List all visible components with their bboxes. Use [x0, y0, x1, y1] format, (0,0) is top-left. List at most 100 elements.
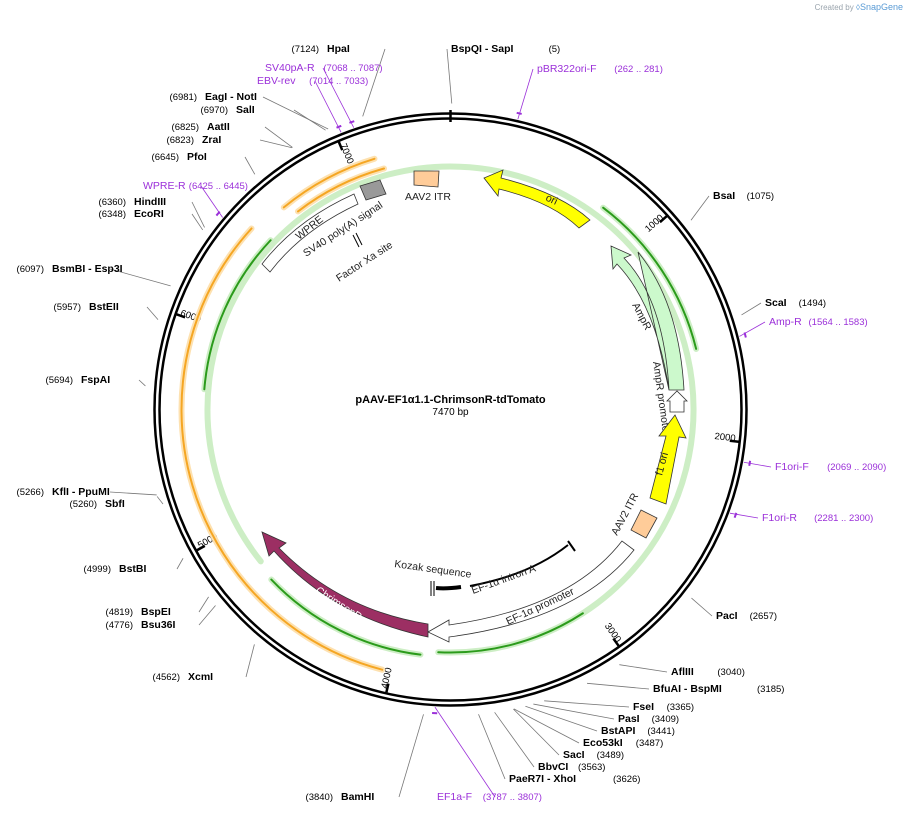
primer-label: F1ori-R(2281 .. 2300): [762, 512, 873, 524]
primer-name: SV40pA-R: [265, 62, 315, 74]
orf-arc: [437, 612, 584, 654]
feature-aav2-itr-left: AAV2 ITR: [405, 170, 451, 203]
enzyme-label: PasI(3409): [618, 713, 679, 725]
enzyme-name: EcoRI: [134, 208, 164, 220]
enzyme-name: ZraI: [202, 134, 221, 146]
enzyme-label: FseI (3365): [633, 701, 694, 713]
tick-mark: [729, 439, 739, 443]
enzyme-label: BstBI(4999): [84, 563, 147, 575]
leader-line: [525, 705, 598, 732]
enzyme-name: BbvCI: [538, 761, 568, 773]
enzyme-name: AflIII: [671, 666, 694, 678]
leader-line: [741, 302, 762, 316]
enzyme-position: (5957): [54, 302, 81, 313]
enzyme-label: BbvCI(3563): [538, 761, 605, 773]
enzyme-label: SbfI(5260): [70, 498, 125, 510]
enzyme-position: (5266): [17, 487, 44, 498]
enzyme-name: PasI: [618, 713, 640, 725]
enzyme-position: (1494): [799, 298, 826, 309]
enzyme-name: ScaI: [765, 297, 787, 309]
enzyme-name: Eco53kI: [583, 737, 623, 749]
feature-ef1a-intron: EF-1α intron A: [469, 540, 576, 597]
tick-label: 2000: [714, 431, 736, 444]
leader-line: [191, 213, 204, 231]
enzyme-position: (6645): [152, 152, 179, 163]
enzyme-label: AatII(6825): [172, 121, 230, 133]
leader-line: [198, 605, 216, 626]
enzyme-name: SalI: [236, 104, 255, 116]
primer-range: (7014 .. 7033): [309, 76, 368, 87]
enzyme-label: BspEI(4819): [106, 606, 171, 618]
enzyme-position: (6970): [201, 105, 228, 116]
orf-arc-glow: [268, 576, 424, 658]
enzyme-label: PfoI(6645): [152, 151, 207, 163]
leader-line: [690, 195, 710, 221]
enzyme-position: (5694): [46, 375, 73, 386]
primer-range: (1564 .. 1583): [809, 317, 868, 328]
leader-line: [198, 596, 209, 613]
primer-binding-mark: [336, 124, 342, 129]
primer-label: EF1a-F(3787 .. 3807): [437, 791, 542, 803]
enzyme-label: BsmBI - Esp3I(6097): [17, 263, 123, 275]
enzyme-position: (1075): [747, 191, 774, 202]
enzyme-name: FseI: [633, 701, 654, 713]
enzyme-position: (6823): [167, 135, 194, 146]
primer-label: F1ori-F(2069 .. 2090): [775, 461, 886, 473]
primer-binding-mark: [349, 120, 355, 124]
enzyme-name: PaeR7I - XhoI: [509, 773, 576, 785]
leader-line: [109, 491, 157, 496]
leader-line: [314, 80, 342, 133]
enzyme-name: BspEI: [141, 606, 171, 618]
enzyme-name: BstAPI: [601, 725, 636, 737]
primer-name: F1ori-R: [762, 512, 797, 524]
leader-line: [739, 321, 766, 337]
enzyme-position: (7124): [292, 44, 319, 55]
feature-label-kozak: Kozak sequence: [394, 558, 473, 581]
enzyme-position: (3365): [667, 702, 694, 713]
enzyme-position: (3487): [636, 738, 663, 749]
primer-range: (7068 .. 7087): [323, 63, 382, 74]
feature-label-aav2-itr-left: AAV2 ITR: [405, 191, 451, 203]
enzyme-label: BstAPI(3441): [601, 725, 675, 737]
leader-line: [156, 496, 164, 505]
enzyme-label: AflIII(3040): [671, 666, 745, 678]
leader-line: [513, 708, 580, 744]
plasmid-title: pAAV-EF1α1.1-ChrimsonR-tdTomato: [355, 394, 546, 406]
primer-label: EBV-rev(7014 .. 7033): [257, 75, 368, 87]
leader-line: [517, 68, 534, 120]
primer-name: pBR322ori-F: [537, 63, 597, 75]
enzyme-name: SacI: [563, 749, 585, 761]
enzyme-label: SalI (6970): [201, 104, 255, 116]
leader-line: [446, 48, 453, 104]
tick-mark: [385, 683, 390, 693]
feature-label-ef1a-intron: EF-1α intron A: [470, 563, 537, 597]
orf-arc: [180, 227, 384, 671]
credit-brand: SnapGene: [859, 2, 903, 12]
primer-name: F1ori-F: [775, 461, 809, 473]
enzyme-name: AatII: [207, 121, 230, 133]
feature-f1-ori: f1 ori: [649, 414, 687, 505]
enzyme-position: (3489): [597, 750, 624, 761]
feature-label-factor-xa: Factor Xa site: [334, 239, 395, 284]
feature-label-ori: ori: [544, 192, 560, 208]
primer-label: Amp-R(1564 .. 1583): [769, 316, 868, 328]
enzyme-name: HpaI: [327, 43, 350, 55]
primer-range: (3787 .. 3807): [483, 792, 542, 803]
enzyme-position: (4999): [84, 564, 111, 575]
orf-arc: [282, 157, 376, 209]
enzyme-label: BfuAI - BspMI(3185): [653, 683, 784, 695]
enzyme-label: Eco53kI (3487): [583, 737, 663, 749]
leader-line: [434, 706, 496, 798]
enzyme-position: (6348): [99, 209, 126, 220]
leader-line: [691, 597, 713, 617]
primer-label: pBR322ori-F(262 .. 281): [537, 63, 663, 75]
plasmid-size: 7470 bp: [432, 407, 469, 418]
feature-factor-xa: Factor Xa site: [334, 232, 395, 285]
enzyme-name: BstEII: [89, 301, 119, 313]
leader-line: [259, 139, 293, 149]
enzyme-label: KflI - PpuMI(5266): [17, 486, 110, 498]
credit-prefix: Created by: [814, 3, 854, 12]
enzyme-label: BstEII (5957): [54, 301, 119, 313]
leader-line: [244, 156, 256, 175]
